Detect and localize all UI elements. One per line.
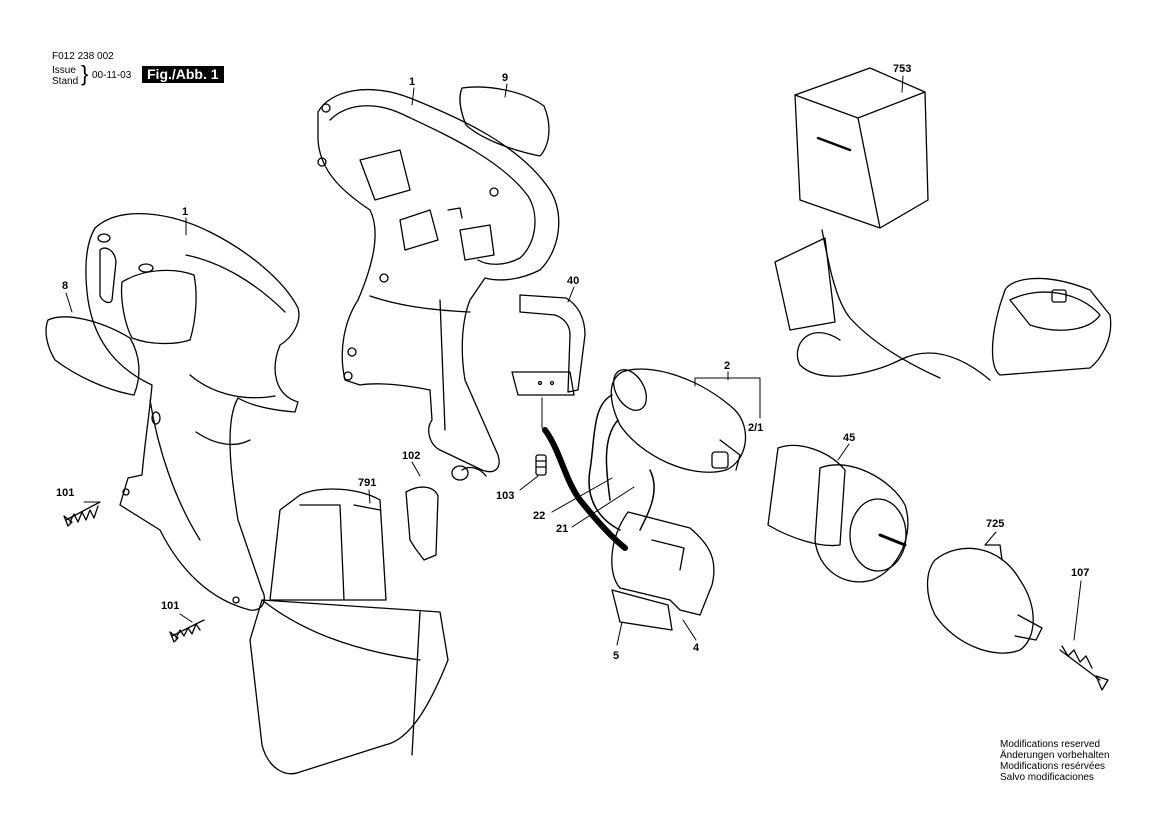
screw-101-top [63, 501, 101, 527]
clip-102 [405, 486, 439, 561]
housing-right-shell [317, 88, 560, 477]
part-number-107: 107 [1071, 567, 1090, 579]
part-number-103: 103 [496, 490, 515, 502]
gearbox-45 [767, 444, 909, 583]
part-number-791: 791 [358, 477, 377, 489]
battery-791 [249, 488, 449, 775]
brace-glyph: } [81, 61, 89, 86]
charger-753 [774, 67, 1112, 381]
part-number-45: 45 [843, 432, 856, 444]
housing-left-shell [85, 212, 300, 611]
part-number-1-left-housing: 1 [182, 206, 189, 218]
issue-date: 00-11-03 [92, 70, 132, 81]
part-number-1-right-housing: 1 [409, 76, 416, 88]
part-number-40: 40 [567, 275, 580, 287]
part-number-8: 8 [62, 280, 69, 292]
part-number-9: 9 [502, 72, 509, 84]
motor-2 [610, 368, 747, 473]
part-number-2-1: 2/1 [748, 422, 764, 434]
note-en: Modifications reserved [1000, 739, 1101, 750]
bracket-40 [511, 294, 586, 396]
label-plate-8 [45, 316, 140, 396]
screw-107 [1059, 645, 1109, 691]
document-number: F012 238 002 [52, 51, 114, 62]
part-number-102: 102 [402, 450, 421, 462]
part-number-22: 22 [533, 510, 546, 522]
screw-101-bottom [169, 619, 205, 643]
note-es: Salvo modificaciones [1000, 772, 1094, 783]
issue-label: Issue [52, 65, 76, 76]
switch-assembly [611, 511, 715, 631]
part-number-2: 2 [724, 360, 731, 372]
figure-badge: Fig./Abb. 1 [142, 66, 224, 83]
screw-103 [535, 454, 547, 476]
part-number-101-bottom: 101 [161, 600, 180, 612]
part-number-21: 21 [556, 523, 569, 535]
part-number-725: 725 [986, 518, 1005, 530]
part-number-753: 753 [893, 63, 912, 75]
label-plate-9 [459, 86, 550, 157]
leader-lines [65, 75, 1082, 646]
issue-stand-labels: Issue Stand [52, 65, 78, 87]
part-number-5: 5 [613, 650, 620, 662]
note-de: Änderungen vorbehalten [1000, 750, 1110, 761]
bushing [451, 465, 469, 481]
stand-label: Stand [52, 76, 79, 87]
modification-notes: Modifications reserved Änderungen vorbeh… [1000, 739, 1110, 783]
note-fr: Modifications resérvées [1000, 761, 1106, 772]
chuck-725 [926, 544, 1043, 654]
part-number-4: 4 [693, 642, 700, 654]
part-number-101-top: 101 [56, 487, 75, 499]
